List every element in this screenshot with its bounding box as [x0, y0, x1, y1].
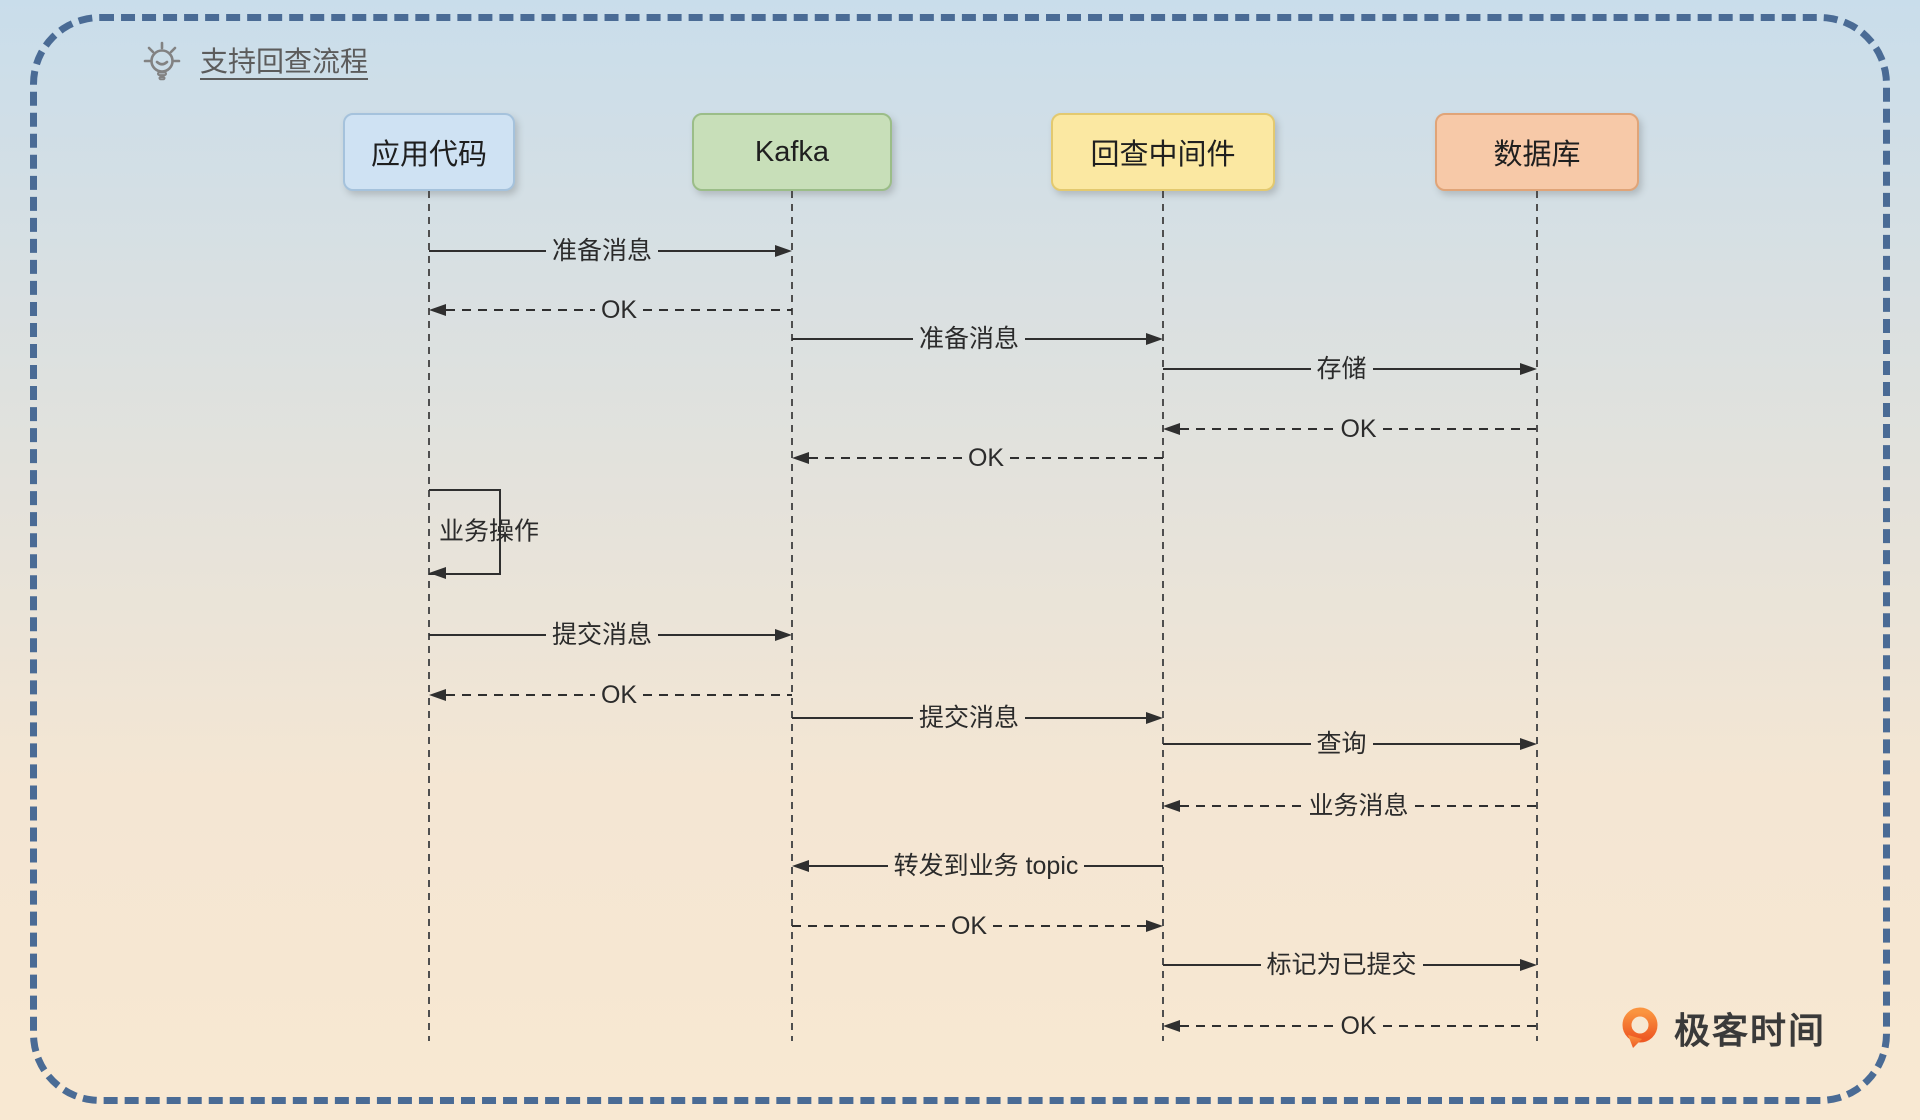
message-line — [658, 250, 776, 252]
arrowhead — [1163, 800, 1180, 812]
arrowhead — [1163, 423, 1180, 435]
message-line — [1180, 805, 1303, 807]
message: OK — [792, 912, 1163, 940]
lifeline-app — [428, 191, 430, 1041]
message-label: 业务操作 — [439, 517, 540, 546]
message: OK — [429, 681, 792, 709]
message: OK — [792, 444, 1163, 472]
message-label: OK — [967, 443, 1005, 472]
message: 转发到业务 topic — [792, 851, 1164, 880]
message-line — [429, 634, 546, 636]
message: OK — [1163, 415, 1537, 443]
message: OK — [1163, 1012, 1537, 1040]
message-line — [792, 925, 945, 927]
message-label: OK — [1340, 414, 1377, 443]
message-label: OK — [950, 911, 988, 940]
message-line — [1382, 428, 1537, 430]
arrowhead — [1520, 738, 1538, 750]
message: 业务消息 — [1163, 791, 1538, 820]
message-line — [792, 717, 913, 719]
message-label: OK — [600, 680, 638, 709]
arrowhead — [429, 567, 446, 579]
message-line — [1084, 865, 1164, 867]
message-line — [446, 309, 595, 311]
arrowhead — [1163, 1020, 1180, 1032]
lifeline-mid — [1162, 191, 1164, 1041]
message-label: 转发到业务 topic — [893, 851, 1079, 880]
lifeline-db — [1536, 191, 1538, 1041]
message: 提交消息 — [429, 620, 793, 649]
arrowhead — [792, 860, 809, 872]
message: OK — [429, 296, 792, 324]
message-line — [809, 865, 888, 867]
message: 查询 — [1163, 729, 1538, 758]
message: 标记为已提交 — [1163, 950, 1538, 979]
arrowhead — [1520, 959, 1538, 971]
message-label: 准备消息 — [919, 324, 1020, 353]
message-line — [1180, 1025, 1335, 1027]
actor-box-app: 应用代码 — [343, 113, 515, 191]
self-message: 业务操作 — [429, 489, 539, 579]
arrowhead — [775, 629, 793, 641]
message: 准备消息 — [792, 324, 1164, 353]
message-line — [1372, 368, 1521, 370]
actor-box-mid: 回查中间件 — [1051, 113, 1275, 191]
diagram-title-row: 支持回查流程 — [138, 36, 368, 84]
message-line — [1180, 428, 1335, 430]
message-label: 查询 — [1316, 729, 1367, 758]
message-label: 标记为已提交 — [1266, 950, 1417, 979]
geektime-logo: 极客时间 — [1618, 1002, 1826, 1054]
message-line — [1163, 368, 1311, 370]
arrowhead — [792, 452, 809, 464]
message-line — [993, 925, 1146, 927]
message-label: OK — [600, 295, 638, 324]
actor-box-kafka: Kafka — [692, 113, 892, 191]
message-line — [1163, 964, 1261, 966]
message-label: 准备消息 — [552, 236, 653, 265]
message-line — [429, 250, 546, 252]
message-line — [809, 457, 962, 459]
message-line — [446, 694, 595, 696]
message-line — [658, 634, 776, 636]
message: 提交消息 — [792, 703, 1164, 732]
arrowhead — [429, 304, 446, 316]
arrowhead — [1146, 333, 1164, 345]
lifeline-kafka — [791, 191, 793, 1041]
message-label: 存储 — [1316, 354, 1367, 383]
message-line — [1414, 805, 1538, 807]
message-line — [792, 338, 913, 340]
message-label: 业务消息 — [1308, 791, 1409, 820]
arrowhead — [1520, 363, 1538, 375]
message-line — [643, 309, 792, 311]
lightbulb-icon — [138, 36, 186, 84]
message-line — [1025, 338, 1147, 340]
message-line — [1025, 717, 1147, 719]
message: 存储 — [1163, 354, 1538, 383]
message-label: OK — [1340, 1011, 1377, 1040]
geektime-logo-text: 极客时间 — [1673, 1010, 1826, 1051]
arrowhead — [429, 689, 446, 701]
message-line — [1422, 964, 1521, 966]
message-line — [643, 694, 792, 696]
message-label: 提交消息 — [552, 620, 653, 649]
geektime-logo-icon — [1618, 1006, 1662, 1050]
message-line — [1372, 743, 1521, 745]
arrowhead — [775, 245, 793, 257]
actor-box-db: 数据库 — [1435, 113, 1639, 191]
message-line — [1382, 1025, 1537, 1027]
message-line — [1010, 457, 1163, 459]
message-label: 提交消息 — [919, 703, 1020, 732]
arrowhead — [1146, 712, 1164, 724]
message-line — [1163, 743, 1311, 745]
message: 准备消息 — [429, 236, 793, 265]
diagram-title: 支持回查流程 — [200, 46, 369, 77]
arrowhead — [1146, 920, 1163, 932]
